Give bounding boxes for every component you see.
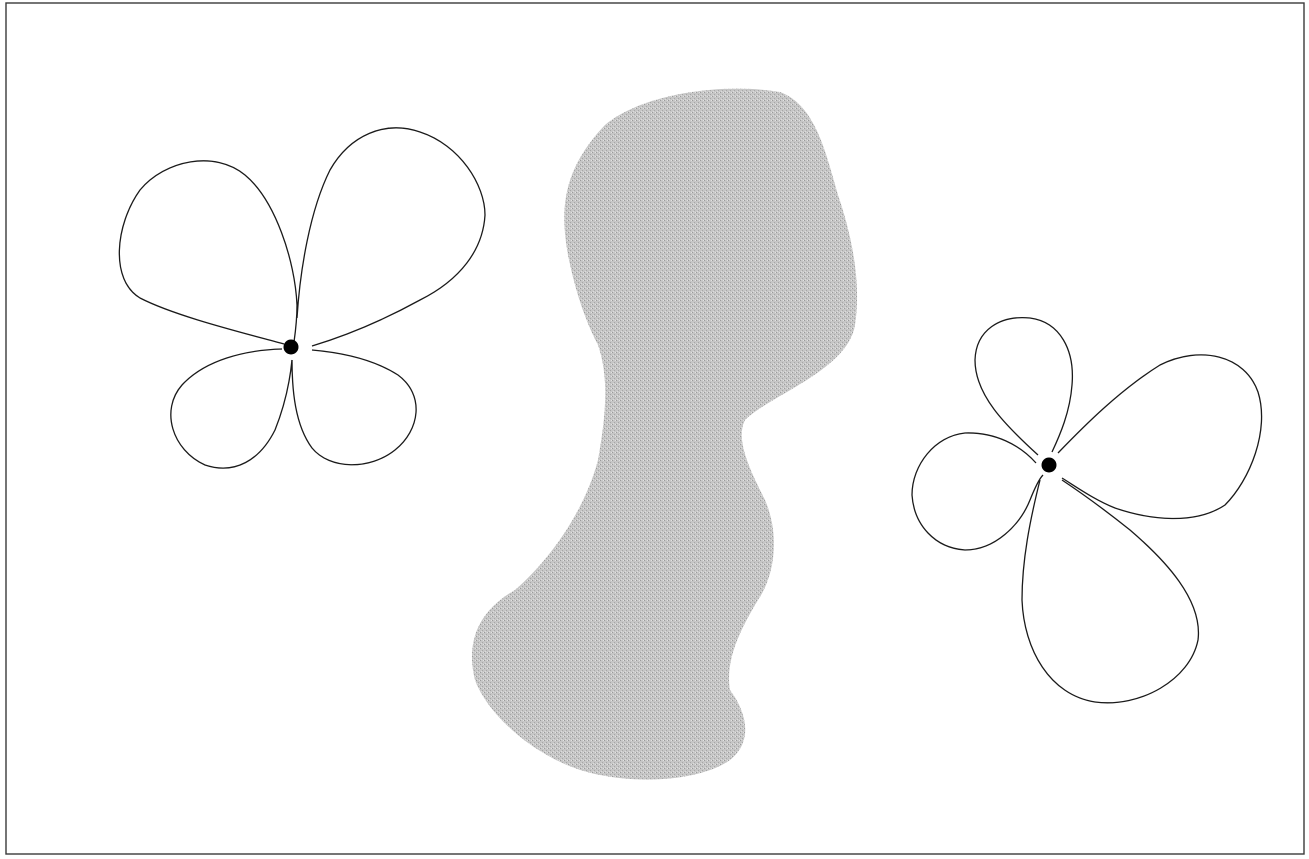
right-flower-petal-top <box>975 318 1072 455</box>
left-flower-petal-upper-right <box>297 128 485 346</box>
left-flower-petal-lower-right <box>292 350 416 465</box>
right-flower <box>912 318 1262 703</box>
right-flower-center-dot <box>1042 458 1057 473</box>
right-flower-petal-bottom <box>1022 480 1198 703</box>
left-flower-petal-upper-left <box>119 161 297 344</box>
left-flower <box>119 128 485 468</box>
gray-obstacle-region <box>472 89 857 780</box>
right-flower-petal-right <box>1058 355 1262 519</box>
left-flower-center-dot <box>284 340 299 355</box>
right-flower-petal-left <box>912 433 1043 550</box>
left-flower-petal-lower-left <box>171 349 292 468</box>
